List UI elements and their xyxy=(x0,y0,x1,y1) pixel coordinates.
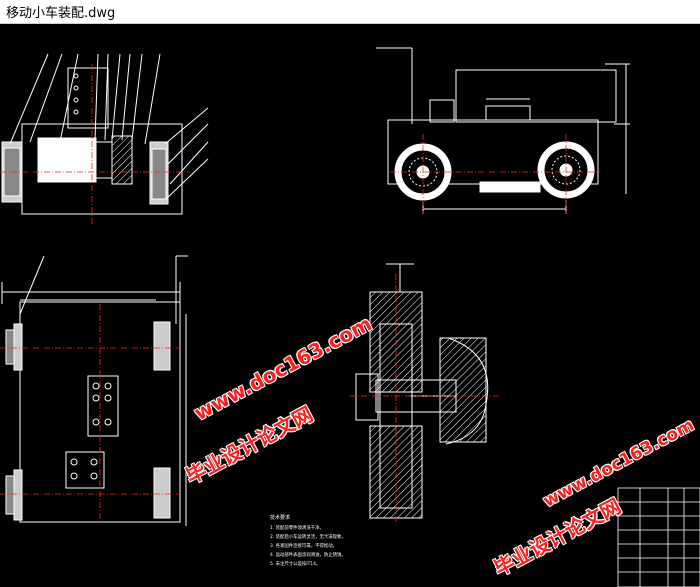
notes-item: 3. 各紧固件连接可靠，不得松动。 xyxy=(270,544,338,549)
notes-item: 5. 未注尺寸公差按IT14。 xyxy=(270,562,321,567)
title-block xyxy=(617,487,700,587)
notes-item: 1. 装配前零件须清洗干净。 xyxy=(270,526,324,531)
notes-item: 2. 装配后小车运转灵活，无卡滞现象。 xyxy=(270,535,346,540)
notes-heading: 技术要求 xyxy=(270,515,291,521)
bottom-left-view xyxy=(1,255,188,526)
wheel-section-view xyxy=(355,263,489,519)
technical-requirements-notes: 技术要求 1. 装配前零件须清洗干净。 2. 装配后小车运转灵活，无卡滞现象。 … xyxy=(270,514,450,569)
drawing-svg xyxy=(0,47,700,587)
window-title: 移动小车装配.dwg xyxy=(6,6,116,21)
top-left-view xyxy=(1,53,209,215)
window-title-bar: 移动小车装配.dwg xyxy=(0,0,700,24)
notes-item: 4. 运动部件表面涂润滑油，防止锈蚀。 xyxy=(270,553,346,558)
cad-drawing-canvas[interactable]: 技术要求 1. 装配前零件须清洗干净。 2. 装配后小车运转灵活，无卡滞现象。 … xyxy=(0,24,700,587)
top-right-view xyxy=(376,47,630,214)
